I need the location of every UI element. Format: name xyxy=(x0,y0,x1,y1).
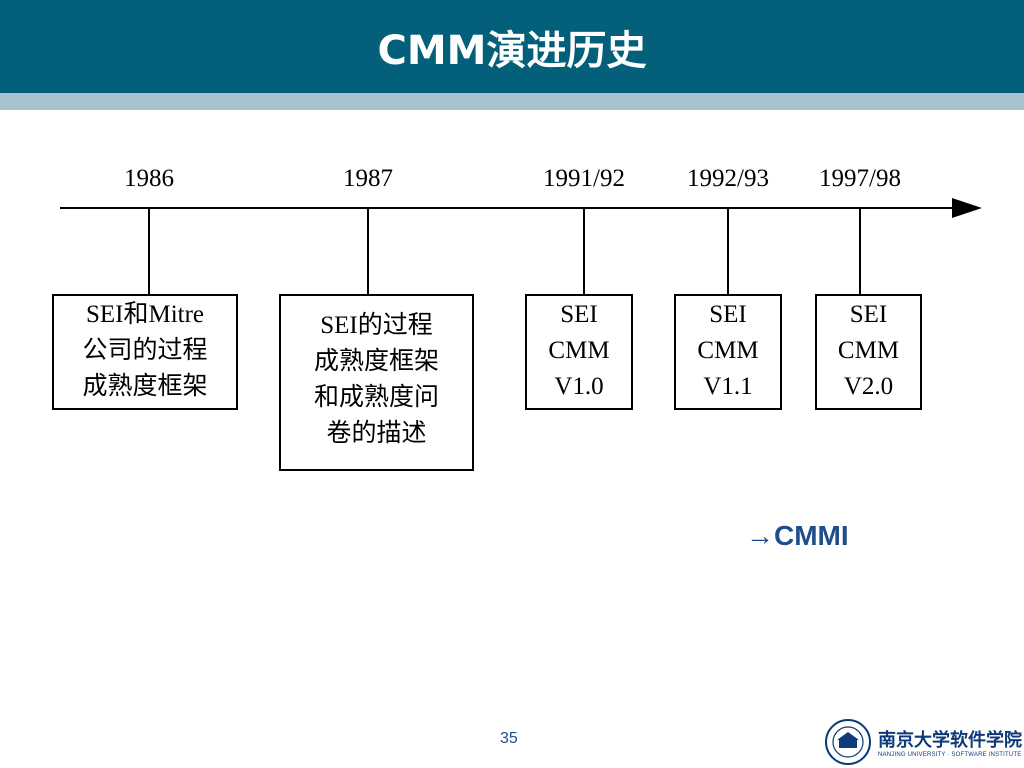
timeline-connector xyxy=(148,208,150,295)
box-line: 和成熟度问 xyxy=(313,384,439,411)
timeline-arrow-icon xyxy=(952,198,982,218)
box-line: V1.1 xyxy=(703,373,753,400)
milestone-box-1991: SEI CMM V1.0 xyxy=(525,294,633,410)
milestone-box-1986: SEI和Mitre 公司的过程 成熟度框架 xyxy=(52,294,238,410)
cmmi-note: →CMMI xyxy=(746,520,849,552)
logo-name: 南京大学软件学院 xyxy=(878,730,1022,751)
logo-subtitle: NANJING UNIVERSITY · SOFTWARE INSTITUTE xyxy=(878,752,1022,758)
right-arrow-icon: → xyxy=(746,520,774,551)
timeline-connector xyxy=(859,208,861,295)
year-label: 1987 xyxy=(343,165,393,192)
box-line: SEI xyxy=(849,301,888,328)
university-seal-icon xyxy=(825,719,871,765)
year-label: 1991/92 xyxy=(543,165,625,192)
year-label: 1997/98 xyxy=(819,165,901,192)
year-label: 1986 xyxy=(124,165,174,192)
box-line: CMM xyxy=(548,337,610,364)
header-strip xyxy=(0,93,1024,110)
timeline-connector xyxy=(727,208,729,295)
box-line: SEI的过程 xyxy=(320,312,433,339)
page-number: 35 xyxy=(500,730,518,747)
box-line: CMM xyxy=(697,337,759,364)
timeline-connector xyxy=(367,208,369,295)
box-line: V1.0 xyxy=(554,373,604,400)
box-line: 公司的过程 xyxy=(82,337,208,364)
box-line: 卷的描述 xyxy=(326,420,427,447)
milestone-box-1992: SEI CMM V1.1 xyxy=(674,294,782,410)
timeline-axis xyxy=(60,207,955,209)
year-label: 1992/93 xyxy=(687,165,769,192)
box-line: SEI xyxy=(709,301,747,328)
slide-title: CMM演进历史 xyxy=(377,27,647,74)
box-line: V2.0 xyxy=(843,373,894,400)
timeline-connector xyxy=(583,208,585,295)
box-line: SEI和Mitre xyxy=(85,301,205,328)
milestone-box-1987: SEI的过程 成熟度框架 和成熟度问 卷的描述 xyxy=(279,294,474,471)
milestone-box-1997: SEI CMM V2.0 xyxy=(815,294,922,410)
header-bar xyxy=(0,0,1024,93)
cmmi-label: CMMI xyxy=(774,520,849,551)
university-logo: 南京大学软件学院 NANJING UNIVERSITY · SOFTWARE I… xyxy=(824,718,1022,766)
box-line: SEI xyxy=(560,301,598,328)
box-line: 成熟度框架 xyxy=(313,348,439,375)
box-line: CMM xyxy=(837,337,900,364)
box-line: 成熟度框架 xyxy=(82,373,208,400)
